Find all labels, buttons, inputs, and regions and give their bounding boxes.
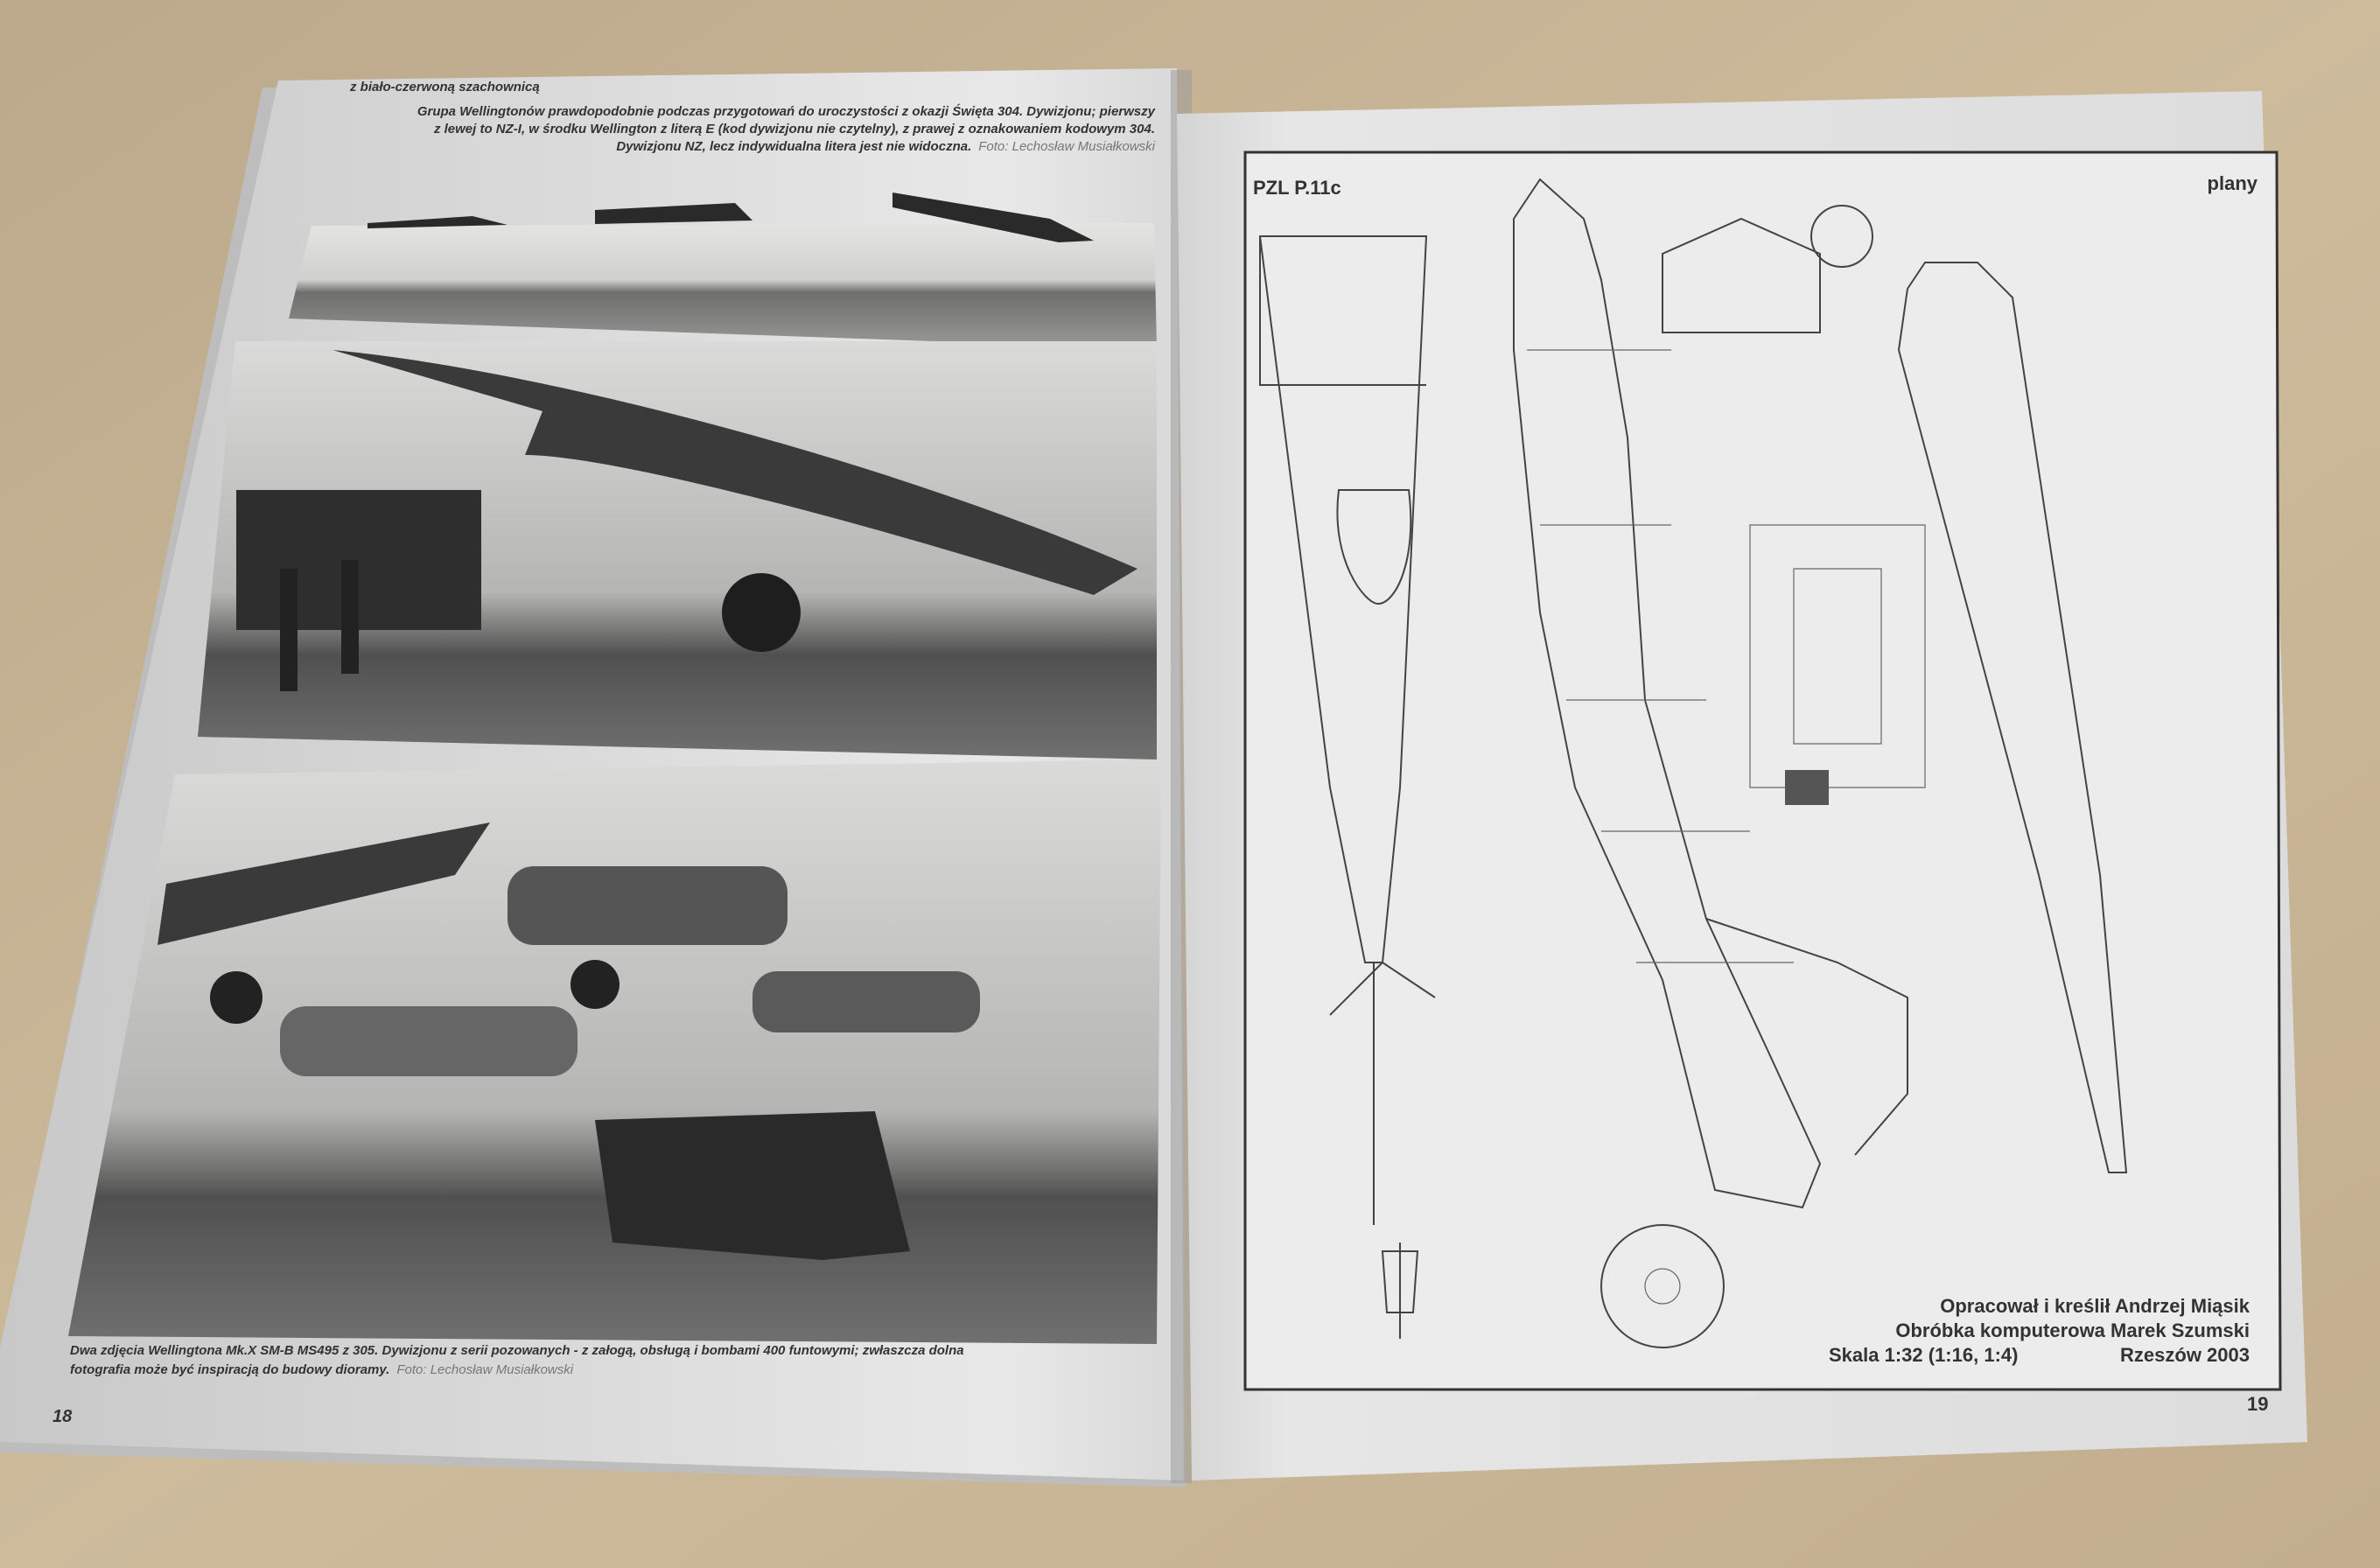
credit-drawn-by: Opracował i kreślił Andrzej Miąsik (1940, 1295, 2250, 1317)
top-caption-credit: Foto: Lechosław Musiałkowski (978, 139, 1155, 154)
top-caption-line-2: z lewej to NZ-I, w środku Wellington z l… (433, 122, 1155, 136)
left-page: z biało-czerwoną szachownicą Grupa Welli… (0, 68, 1186, 1488)
section-tag: plany (2208, 172, 2258, 194)
photo-wellington-crew-and-bombs (68, 760, 1161, 1344)
credit-computer-processing: Obróbka komputerowa Marek Szumski (1895, 1320, 2250, 1341)
top-caption-line-3: Dywizjonu NZ, lecz indywidualna litera j… (616, 139, 971, 154)
pzl-p11c-drawings (1258, 178, 2128, 1348)
page-number-right: 19 (2247, 1393, 2268, 1415)
bottom-caption-credit: Foto: Lechosław Musiałkowski (396, 1362, 573, 1377)
bottom-caption-line-2: fotografia może być inspiracją do budowy… (70, 1362, 389, 1377)
top-caption-line-3-group: Dywizjonu NZ, lecz indywidualna litera j… (616, 139, 1155, 154)
section-header: z biało-czerwoną szachownicą (349, 80, 540, 94)
place-year: Rzeszów 2003 (2120, 1344, 2250, 1366)
page-number-left: 18 (52, 1407, 73, 1426)
blueprint-title: PZL P.11c (1253, 177, 1341, 199)
top-caption-line-1: Grupa Wellingtonów prawdopodobnie podcza… (417, 103, 1156, 119)
blueprint-frame (1243, 150, 2282, 1391)
photo-wellington-refuelling (198, 341, 1157, 760)
photo-wellingtons-on-airfield (289, 192, 1157, 349)
right-page: PZL P.11c plany Opracował i kreślił Andr… (1177, 91, 2307, 1480)
bottom-caption-line-1: Dwa zdjęcia Wellingtona Mk.X SM-B MS495 … (70, 1343, 964, 1358)
blueprint-scale: Skala 1:32 (1:16, 1:4) (1829, 1344, 2018, 1366)
bottom-caption-line-2-group: fotografia może być inspiracją do budowy… (70, 1362, 574, 1377)
